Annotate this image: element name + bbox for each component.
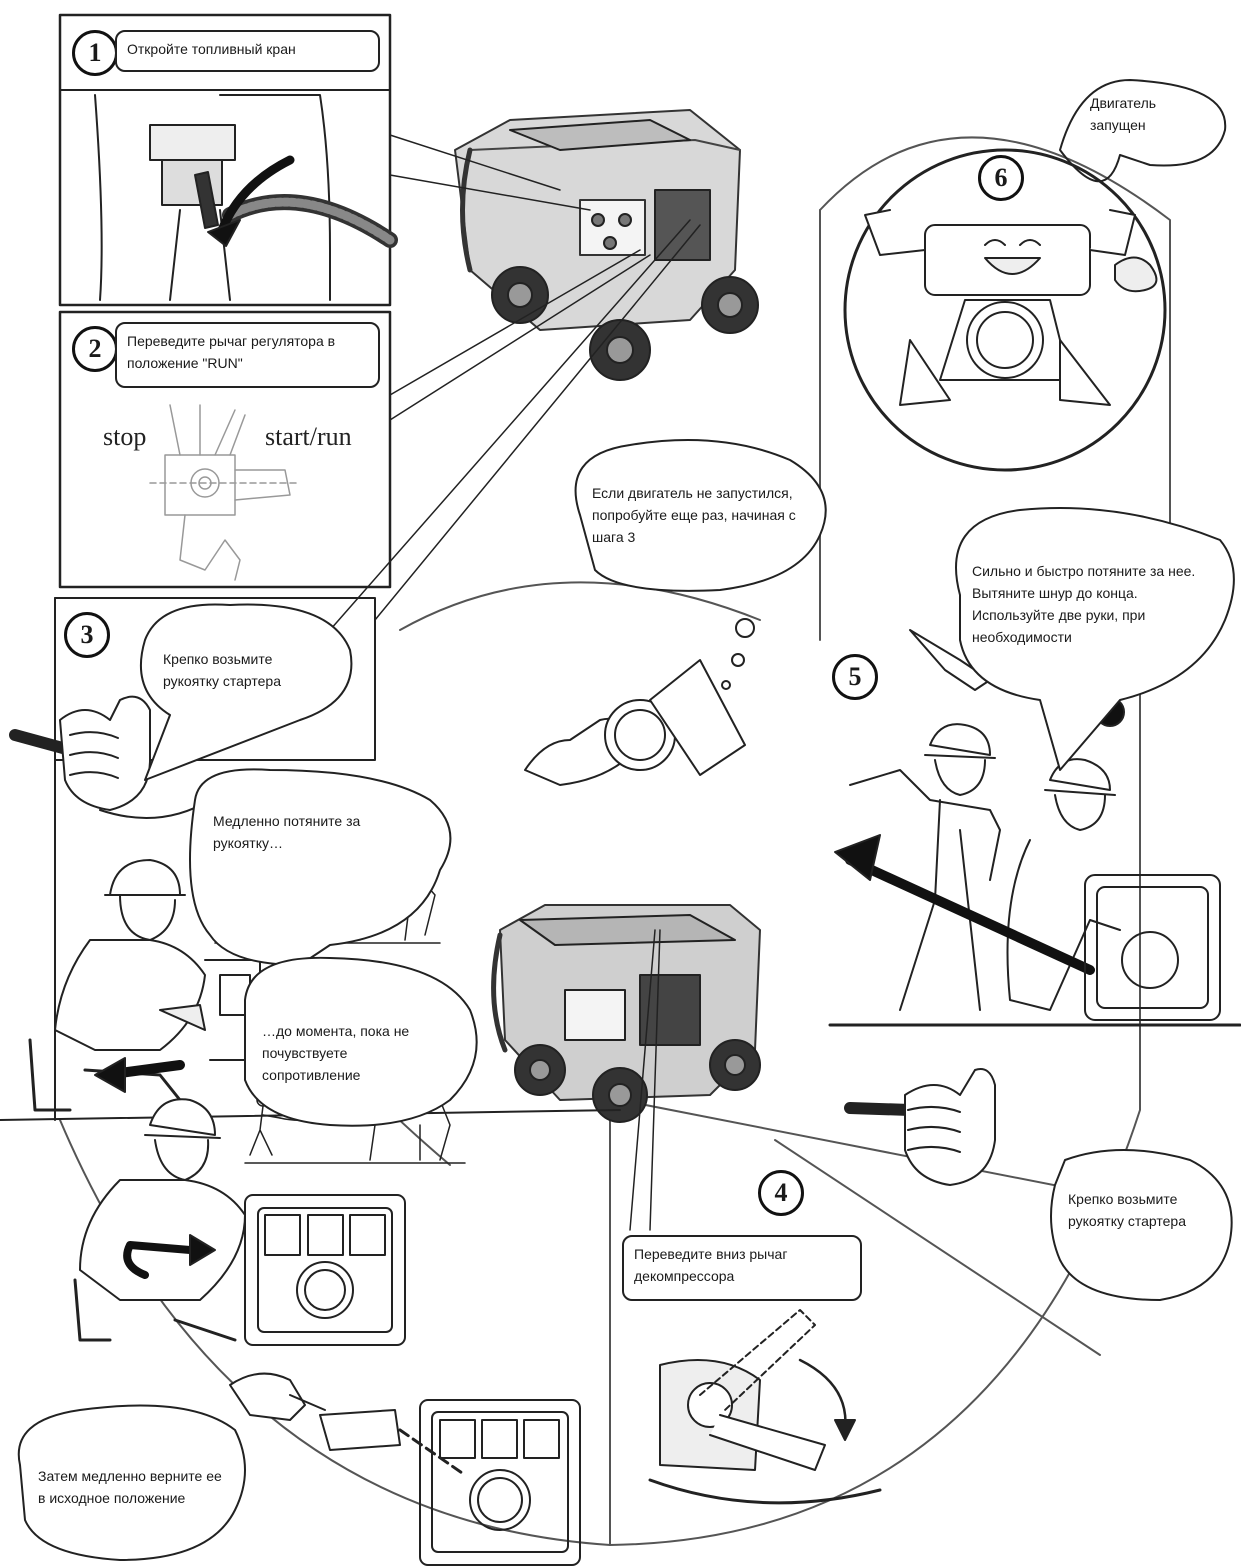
step-2-label: Переведите рычаг регулятора в положение … <box>115 322 380 388</box>
generator-secondary-drawing <box>494 905 760 1122</box>
hands-release-drawing <box>230 1374 580 1565</box>
step-4-label: Переведите вниз рычаг декомпрессора <box>622 1235 862 1301</box>
pull-slow-text: Медленно потяните за рукоятку… <box>213 810 378 854</box>
stop-label: stop <box>103 422 146 452</box>
pull-fast-text: Сильно и быстро потяните за нее. Вытянит… <box>972 560 1217 648</box>
tired-person-drawing <box>525 619 754 785</box>
hand-grip-2-drawing <box>850 1069 995 1185</box>
step-2-label-text: Переведите рычаг регулятора в положение … <box>127 333 335 371</box>
step-6-number: 6 <box>978 155 1024 201</box>
step-5-number: 5 <box>832 654 878 700</box>
step-4-label-text: Переведите вниз рычаг декомпрессора <box>634 1246 787 1284</box>
workers-pulling-fast-drawing <box>830 724 1240 1025</box>
step-2-number: 2 <box>72 326 118 372</box>
decompressor-lever-drawing <box>650 1310 880 1503</box>
grip-starter-2-text: Крепко возьмите рукоятку стартера <box>1068 1188 1218 1232</box>
step-3-number: 3 <box>64 612 110 658</box>
engine-started-text: Двигатель запущен <box>1090 92 1205 136</box>
step-4-number: 4 <box>758 1170 804 1216</box>
until-resistance-text: …до момента, пока не почувствуете сопрот… <box>262 1020 437 1086</box>
return-handle-text: Затем медленно верните ее в исходное пол… <box>38 1465 228 1509</box>
step-1-label: Откройте топливный кран <box>115 30 380 72</box>
step-1-label-text: Откройте топливный кран <box>127 41 296 57</box>
retry-note-text: Если двигатель не запустился, попробуйте… <box>592 482 817 548</box>
step-1-number: 1 <box>72 30 118 76</box>
start-run-label: start/run <box>265 422 352 452</box>
grip-starter-text: Крепко возьмите рукоятку стартера <box>163 648 313 692</box>
worker-return-drawing <box>75 1099 405 1345</box>
